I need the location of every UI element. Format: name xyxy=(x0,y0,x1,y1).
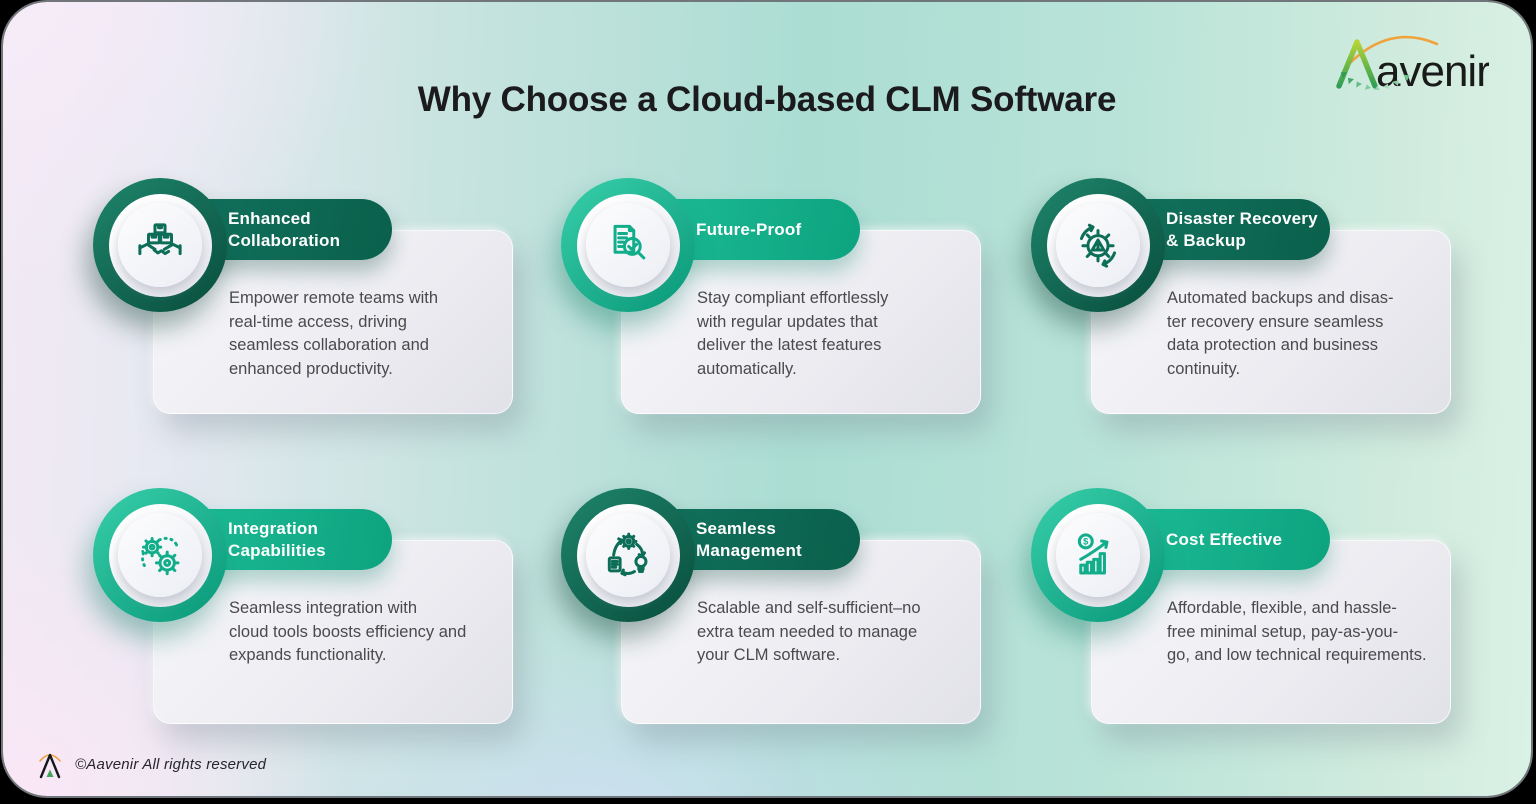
card-seamless-management: Scalable and self-sufficient–no extra te… xyxy=(561,488,1031,796)
card-cost-effective: Affordable, flexible, and hassle- free m… xyxy=(1031,488,1501,796)
card-body: Scalable and self-sufficient–no extra te… xyxy=(621,540,981,724)
card-integration-capabilities: Seamless integration with cloud tools bo… xyxy=(93,488,563,796)
card-description: Seamless integration with cloud tools bo… xyxy=(229,599,467,664)
card-description: Affordable, flexible, and hassle- free m… xyxy=(1167,599,1427,664)
growth-chart-dollar-icon: $ xyxy=(1075,532,1121,578)
logo-swoosh-triangles-icon xyxy=(1340,72,1410,91)
icon-badge xyxy=(1031,178,1165,312)
icon-badge xyxy=(93,488,227,622)
card-body: Automated backups and disas- ter recover… xyxy=(1091,230,1451,414)
card-disaster-recovery-backup: Automated backups and disas- ter recover… xyxy=(1031,178,1501,498)
svg-text:$: $ xyxy=(1083,537,1089,547)
aavenir-logo-icon: avenir xyxy=(1336,35,1491,96)
infographic-canvas: Why Choose a Cloud-based CLM Software av… xyxy=(3,2,1531,796)
card-title: Integration Capabilities xyxy=(228,518,326,560)
aavenir-logo: avenir xyxy=(1329,24,1491,96)
process-cycle-icon xyxy=(605,532,651,578)
page-title: Why Choose a Cloud-based CLM Software xyxy=(417,80,1117,119)
logo-arc xyxy=(1349,35,1439,64)
card-title: Seamless Management xyxy=(696,518,802,560)
card-description: Automated backups and disas- ter recover… xyxy=(1167,289,1394,378)
handshake-boxes-icon xyxy=(137,222,183,268)
logo-wordmark: avenir xyxy=(1376,47,1489,96)
card-enhanced-collaboration: Empower remote teams with real-time acce… xyxy=(93,178,563,498)
card-title: Disaster Recovery & Backup xyxy=(1166,208,1318,250)
card-title: Cost Effective xyxy=(1166,529,1283,549)
card-future-proof: Stay compliant effortlessly with regular… xyxy=(561,178,1031,498)
card-description: Stay compliant effortlessly with regular… xyxy=(697,289,889,378)
aavenir-footer-mark-icon xyxy=(39,753,61,779)
icon-badge xyxy=(561,488,695,622)
icon-badge xyxy=(93,178,227,312)
logo-lambda-icon xyxy=(1336,39,1378,89)
card-description: Empower remote teams with real-time acce… xyxy=(229,289,439,378)
card-description: Scalable and self-sufficient–no extra te… xyxy=(697,599,921,664)
card-title: Future-Proof xyxy=(696,219,802,239)
footer: ©Aavenir All rights reserved xyxy=(37,748,266,780)
document-magnifier-check-icon xyxy=(605,222,651,268)
gear-warning-recovery-icon xyxy=(1075,222,1121,268)
icon-badge xyxy=(561,178,695,312)
copyright-text: ©Aavenir All rights reserved xyxy=(75,755,267,773)
icon-badge: $ xyxy=(1031,488,1165,622)
card-title: Enhanced Collaboration xyxy=(228,208,341,250)
connected-gears-icon xyxy=(141,532,183,578)
